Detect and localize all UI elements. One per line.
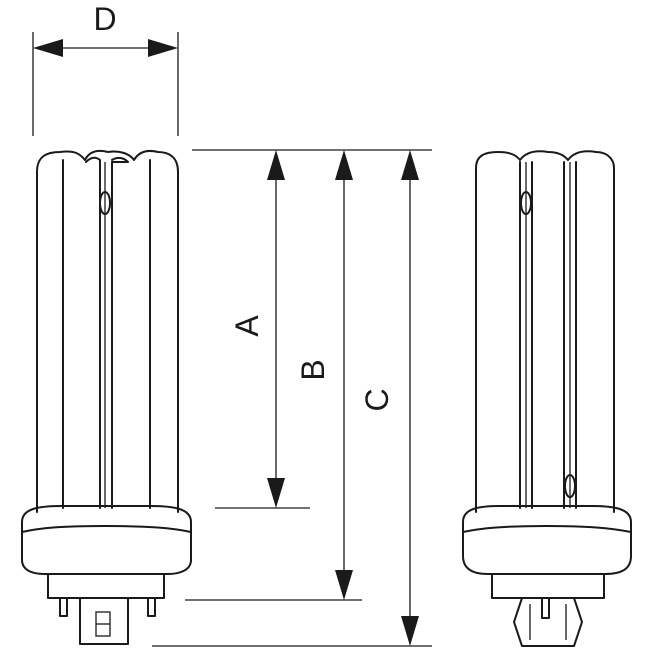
dimension-d: D (32, 1, 179, 136)
lamp-front-base-line (21, 525, 192, 533)
lamp-front-base-lower (47, 573, 165, 599)
lamp-side-pin (541, 597, 550, 619)
lamp-front-tube-outline (36, 150, 179, 513)
dimension-b: B (295, 150, 353, 600)
dimension-d-label: D (93, 1, 116, 37)
lamp-front-base-ring (21, 505, 192, 575)
dimension-d-arrow-right (148, 39, 178, 57)
dimension-a-label: A (229, 315, 265, 337)
lamp-front-pin-1 (59, 597, 68, 617)
dimension-a-arrow-bottom (267, 478, 285, 508)
lamp-front-filament (99, 191, 111, 215)
lamp-side-filament-2 (564, 474, 576, 498)
dimension-d-arrow-left (33, 39, 63, 57)
lamp-side-filament-1 (520, 191, 532, 215)
dimension-b-label: B (295, 359, 331, 380)
lamp-side-key (513, 597, 583, 647)
lamp-front-key (79, 597, 129, 645)
lamp-front-tube-center-left (85, 156, 101, 509)
dimension-c: C (359, 150, 419, 646)
lamp-side-base-ring (462, 505, 632, 575)
dimension-c-arrow-bottom (401, 616, 419, 646)
lamp-front-view (21, 150, 192, 645)
dimension-c-arrow-top (401, 150, 419, 180)
dimension-b-arrow-top (335, 150, 353, 180)
lamp-front-pin-2 (147, 597, 156, 617)
lamp-side-base-line (462, 525, 632, 533)
dimension-a: A (229, 150, 285, 508)
lamp-side-tube-outline (475, 150, 615, 513)
dimension-b-arrow-bottom (335, 570, 353, 600)
dimension-a-arrow-top (267, 150, 285, 180)
lamp-side-base-lower (491, 573, 605, 599)
lamp-front-tube-center-cap (111, 156, 129, 163)
lamp-side-view (462, 150, 632, 647)
dimension-c-label: C (359, 388, 395, 411)
